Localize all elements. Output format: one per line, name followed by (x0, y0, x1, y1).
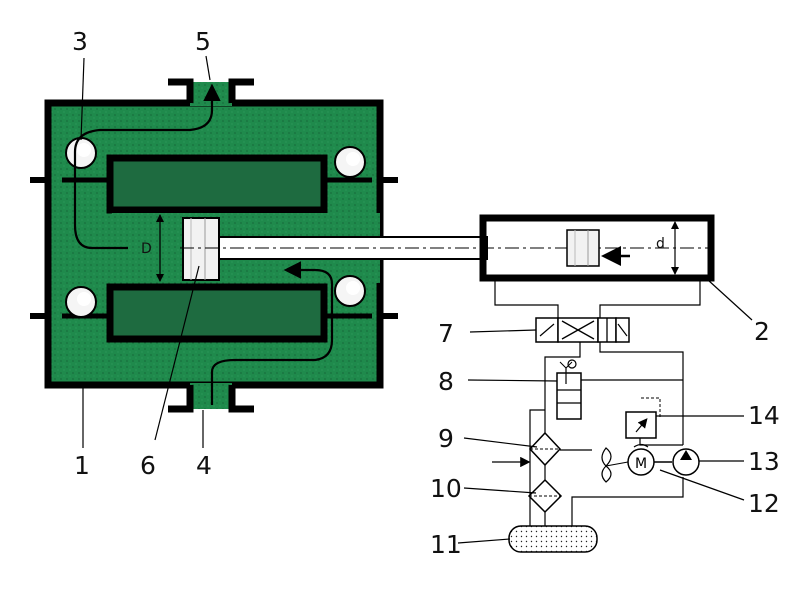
label-9: 9 (438, 424, 454, 453)
label-1: 1 (74, 451, 90, 480)
label-14: 14 (748, 401, 780, 430)
small-cylinder: d (479, 214, 715, 282)
fan-icon (601, 447, 629, 483)
large-bore-label: D (141, 241, 152, 257)
label-10: 10 (430, 474, 462, 503)
callout-labels: 3 5 1 6 4 2 7 8 9 10 11 14 13 12 (72, 27, 780, 559)
large-bore-dimension: D (141, 214, 164, 282)
label-5: 5 (195, 27, 211, 56)
filter-upper (492, 431, 562, 468)
filter-lower (527, 478, 563, 514)
motor-symbol: M (635, 456, 647, 472)
label-8: 8 (438, 367, 454, 396)
label-3: 3 (72, 27, 88, 56)
upper-core (62, 154, 372, 214)
label-6: 6 (140, 451, 156, 480)
small-bore-label: d (656, 236, 665, 252)
relief-valve (625, 397, 661, 439)
pump (672, 448, 700, 476)
label-12: 12 (748, 489, 780, 518)
oil-tank (508, 525, 598, 553)
label-13: 13 (748, 447, 780, 476)
label-2: 2 (754, 317, 770, 346)
label-4: 4 (196, 451, 212, 480)
label-11: 11 (430, 530, 462, 559)
accumulator (556, 359, 582, 420)
directional-valve (535, 317, 630, 343)
lower-core (62, 283, 372, 343)
motor: M (627, 443, 672, 476)
leader-lines (80, 55, 753, 544)
check-valves (65, 137, 366, 318)
label-7: 7 (438, 319, 454, 348)
